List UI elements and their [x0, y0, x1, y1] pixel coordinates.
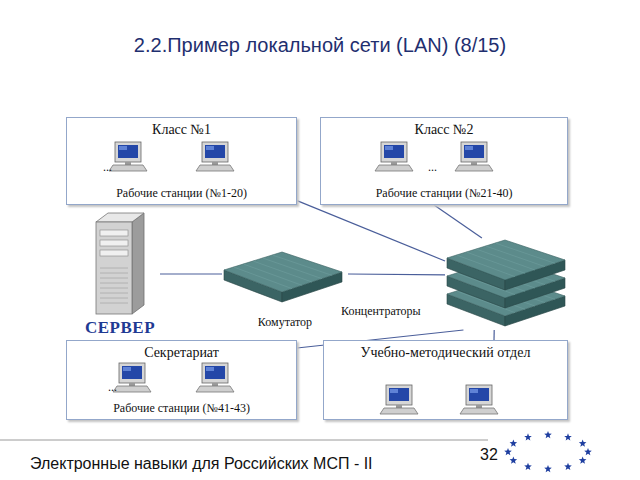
ellipsis-mark: ... — [103, 160, 112, 175]
server-tower — [96, 213, 144, 314]
star — [579, 457, 587, 464]
computer-icon — [380, 385, 418, 414]
room-title: Класс №1 — [152, 121, 211, 138]
network-link — [297, 201, 445, 261]
device-slab — [224, 252, 342, 302]
ellipsis-mark: ... — [428, 160, 437, 175]
network-link — [434, 205, 482, 238]
device-slab — [447, 240, 565, 290]
computer-icon — [455, 142, 493, 171]
network-link — [160, 273, 222, 274]
hub-node: Концентраторы — [445, 238, 568, 330]
star — [524, 463, 532, 470]
star — [584, 448, 592, 455]
star — [504, 448, 512, 455]
star — [544, 465, 552, 472]
room-title: Секретариат — [144, 344, 219, 361]
room-box: Учебно-методический отдел — [323, 340, 568, 420]
computer-icon — [109, 142, 147, 171]
computer-icon — [375, 142, 413, 171]
switch-node: Комутатор — [222, 250, 348, 330]
star — [510, 440, 518, 447]
footer-text: Электронные навыки для Российских МСП - … — [30, 455, 373, 473]
room-caption: Рабочие станции (№41-43) — [113, 401, 250, 416]
footer-rule — [0, 440, 488, 441]
computer-icon — [113, 363, 151, 392]
room-caption: Рабочие станции (№21-40) — [376, 186, 513, 201]
eu-stars — [504, 431, 592, 472]
star — [544, 431, 552, 438]
network-link — [348, 273, 445, 275]
room-title: Учебно-методический отдел — [361, 344, 531, 361]
server-node: СЕРВЕР — [80, 210, 160, 338]
star — [564, 463, 572, 470]
star — [579, 440, 587, 447]
ellipsis-mark: ... — [108, 380, 117, 395]
star — [524, 433, 532, 440]
room-title: Класс №2 — [415, 121, 474, 138]
device-label: Концентраторы — [341, 304, 421, 319]
server-label: СЕРВЕР — [85, 318, 155, 338]
device-label: Комутатор — [258, 315, 312, 330]
computer-icon — [196, 142, 234, 171]
room-box: Класс №1 Рабочие станции (№1-20) — [66, 117, 297, 205]
room-caption: Рабочие станции (№1-20) — [116, 186, 247, 201]
room-box: СекретариатРабочие станции (№41-43) — [66, 340, 297, 420]
room-box: Класс №2 Рабочие станции (№21-40) — [320, 117, 568, 205]
star — [564, 433, 572, 440]
computer-icon — [460, 385, 498, 414]
star — [510, 457, 518, 464]
node-illustration — [445, 238, 568, 330]
slide-title: 2.2.Пример локальной сети (LAN) (8/15) — [0, 34, 640, 57]
computer-icon — [196, 363, 234, 392]
page-number: 32 — [480, 446, 498, 464]
network-link — [493, 330, 494, 340]
